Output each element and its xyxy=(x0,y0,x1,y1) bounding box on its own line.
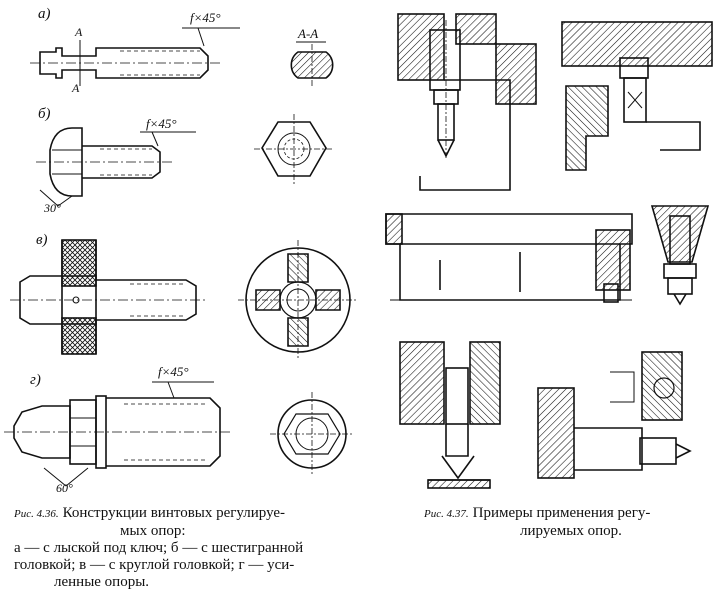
figure-436-caption: Рис. 4.36.Конструкции винтовых регулируе… xyxy=(14,505,366,591)
figure-437-caption: Рис. 4.37.Примеры применения регу- лируе… xyxy=(424,505,714,540)
chamfer-note-b: f×45° xyxy=(146,116,177,131)
figure-436-desc-line1: а — с лыской под ключ; б — с шестигранно… xyxy=(14,540,304,556)
label-v: в) xyxy=(36,232,48,248)
figure-v-round-head-screw: в) xyxy=(10,232,358,360)
figure-436-title-line2: мых опор: xyxy=(120,523,186,539)
label-b: б) xyxy=(38,106,51,122)
figure-436-number: Рис. 4.36. xyxy=(14,508,59,520)
section-mark-a-bottom: A xyxy=(71,81,80,95)
figure-436-desc-line3: ленные опоры. xyxy=(54,574,150,590)
section-title-aa: A-A xyxy=(297,26,318,41)
angle-30-label: 30° xyxy=(43,201,61,215)
angle-60-label: 60° xyxy=(56,481,73,495)
section-mark-a-top: A xyxy=(74,25,83,39)
figure-g-reinforced-support: г) f×45° 60° xyxy=(4,364,354,495)
figure-437-title-line2: лируемых опор. xyxy=(520,523,622,539)
figure-437-applications xyxy=(385,13,713,489)
figure-b-hex-head-screw: б) f×45° 30° xyxy=(36,106,334,215)
figure-436-title-line1: Конструкции винтовых регулируе- xyxy=(62,505,286,521)
chamfer-note-a: f×45° xyxy=(190,10,221,25)
figure-a-screw-with-flat: а) A A f×45° A-A xyxy=(30,6,334,95)
figure-437-title-line1: Примеры применения регу- xyxy=(472,505,651,521)
figure-437-number: Рис. 4.37. xyxy=(424,508,469,520)
label-a: а) xyxy=(38,6,51,22)
chamfer-note-g: f×45° xyxy=(158,364,189,379)
label-g: г) xyxy=(30,372,41,388)
figure-436-desc-line2: головкой; в — с круглой головкой; г — ус… xyxy=(14,557,295,573)
